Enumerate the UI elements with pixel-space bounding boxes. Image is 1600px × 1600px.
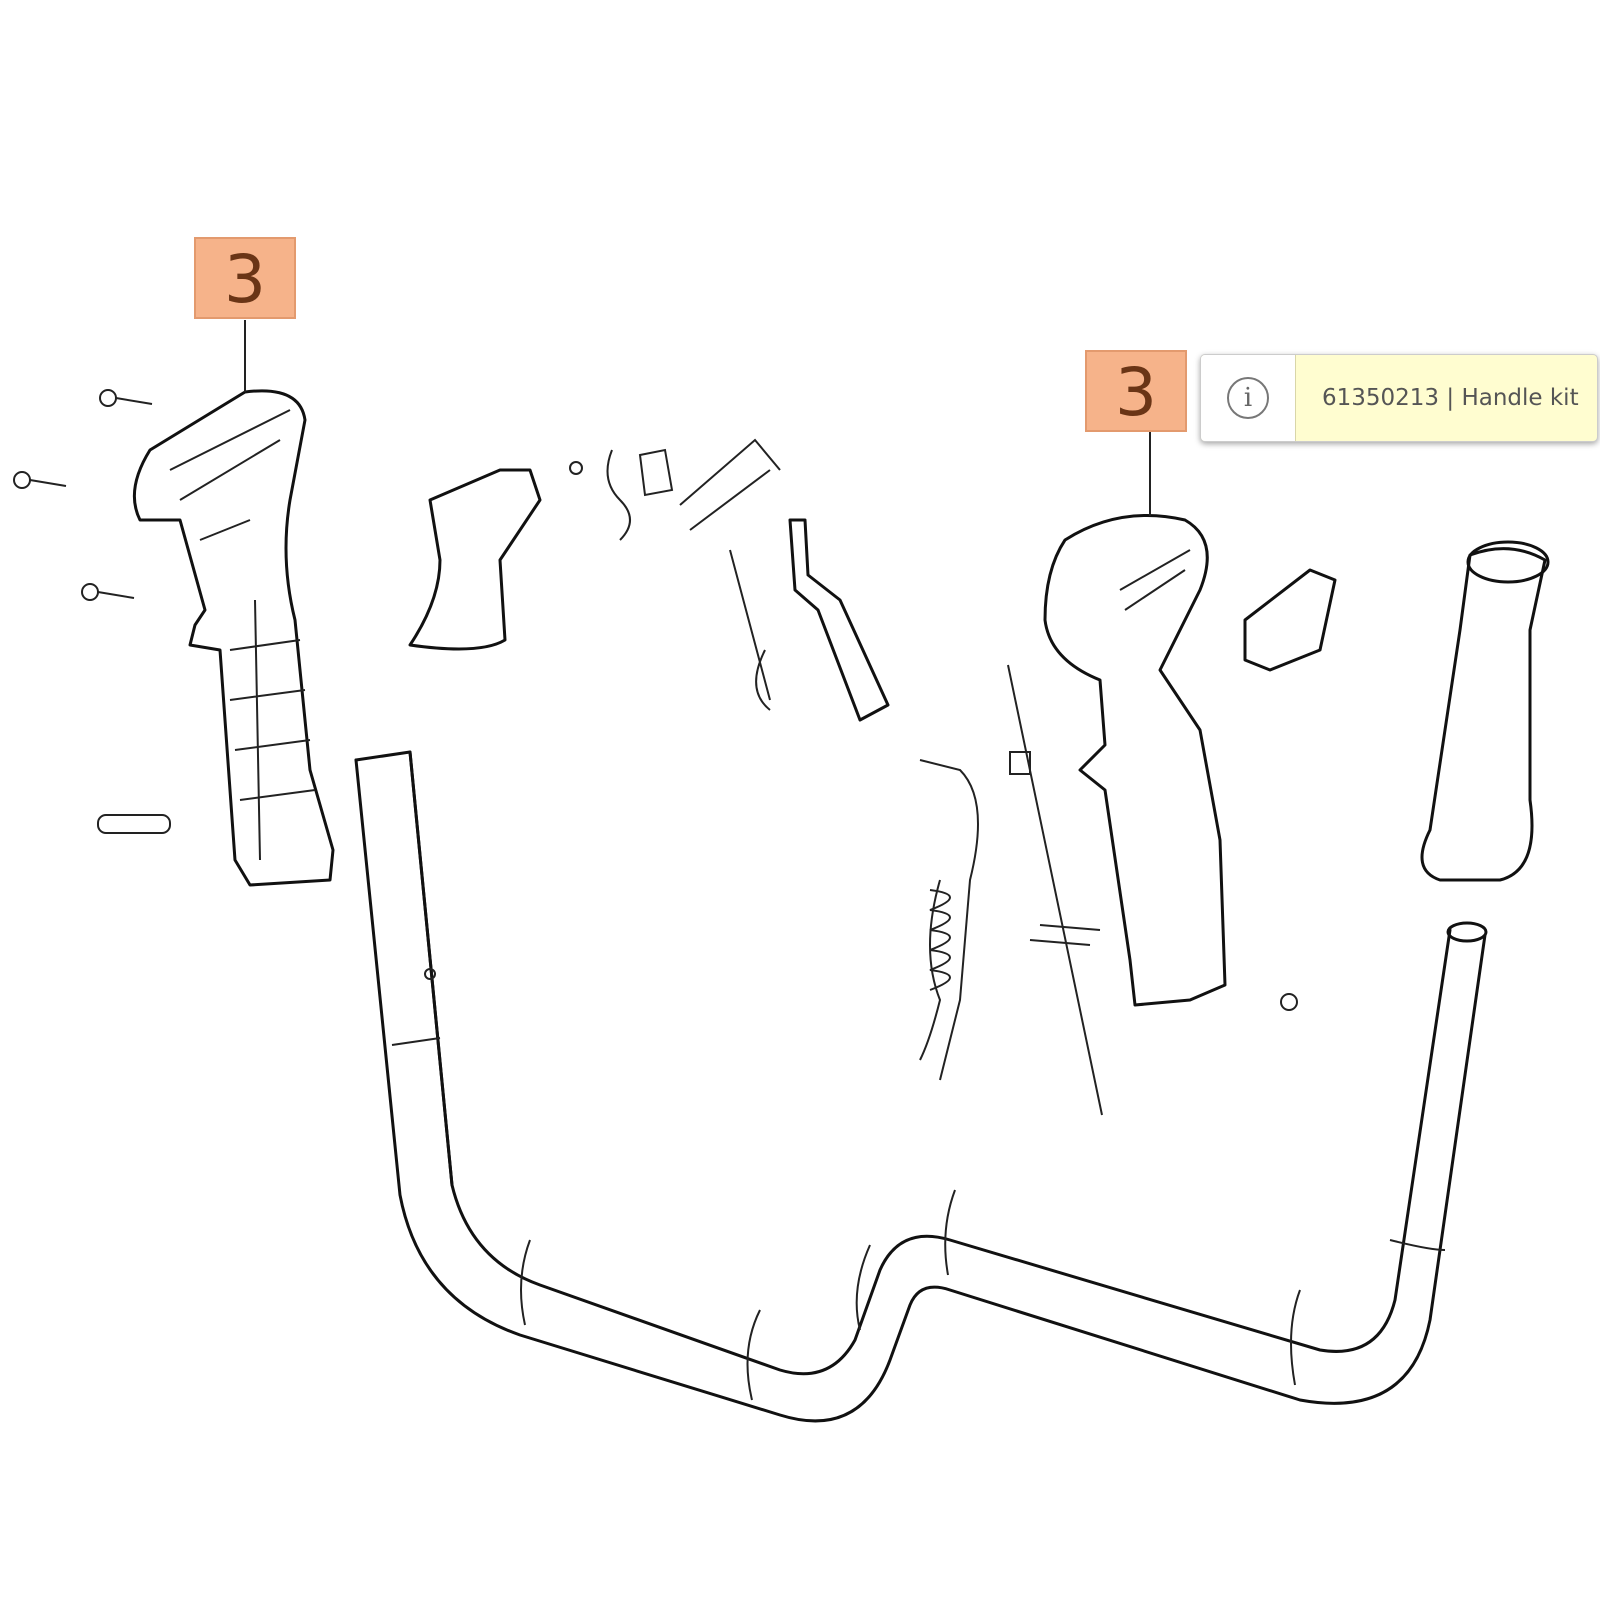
throttle-trigger — [408, 438, 890, 722]
tooltip-text: 61350213 | Handle kit — [1322, 385, 1579, 411]
tooltip-icon-cell: i — [1201, 355, 1296, 441]
right-handle-half — [1043, 514, 1337, 1011]
screws — [13, 389, 583, 834]
handlebar-tube — [354, 750, 1488, 1423]
info-icon: i — [1227, 377, 1269, 419]
callout-3-left[interactable]: 3 — [194, 237, 296, 319]
left-handle-half — [132, 389, 335, 887]
part-tooltip: i 61350213 | Handle kit — [1200, 354, 1598, 442]
grip-sleeve — [1420, 540, 1550, 882]
cable-and-wiring — [919, 664, 1103, 1116]
callout-3-right[interactable]: 3 — [1085, 350, 1187, 432]
